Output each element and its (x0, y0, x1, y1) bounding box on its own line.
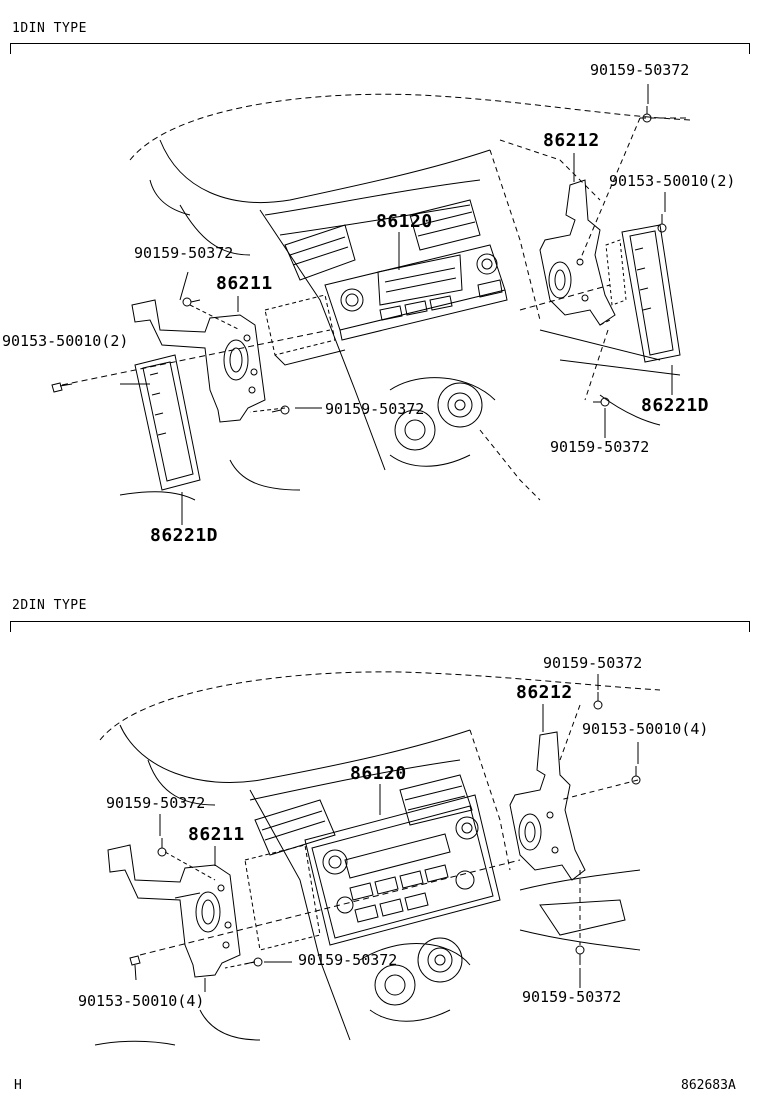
diagram-2din (95, 672, 660, 1045)
section-bracket-2din (10, 621, 750, 632)
callout-1din-bolt-right: 90153-50010(2) (609, 172, 736, 190)
callout-2din-bolt-right: 90153-50010(4) (582, 720, 709, 738)
callout-1din-speaker-left: 86221D (150, 525, 219, 546)
footer-left-code: H (14, 1078, 22, 1093)
callout-1din-screw-center: 90159-50372 (325, 400, 425, 418)
callout-1din-speaker-right: 86221D (641, 395, 710, 416)
section-title-1din: 1DIN TYPE (12, 21, 87, 36)
callout-2din-screw-center: 90159-50372 (298, 951, 398, 969)
diagram-id: 862683A (681, 1078, 736, 1093)
callout-1din-screw-top-right: 90159-50372 (590, 61, 690, 79)
callout-2din-bracket-left: 86211 (188, 824, 245, 845)
callout-2din-screw-bottom-right: 90159-50372 (522, 988, 622, 1006)
callout-1din-bolt-left: 90153-50010(2) (2, 332, 129, 350)
section-title-2din: 2DIN TYPE (12, 598, 87, 613)
callout-1din-bracket-left: 86211 (216, 273, 273, 294)
section-bracket-1din (10, 43, 750, 54)
callout-1din-screw-bottom-right: 90159-50372 (550, 438, 650, 456)
callout-2din-screw-top-right: 90159-50372 (543, 654, 643, 672)
callout-2din-bracket-right: 86212 (516, 682, 573, 703)
callout-2din-audio-unit: 86120 (350, 763, 407, 784)
callout-1din-screw-left: 90159-50372 (134, 244, 234, 262)
callout-2din-screw-left: 90159-50372 (106, 794, 206, 812)
callout-1din-audio-unit: 86120 (376, 211, 433, 232)
callout-1din-bracket-right: 86212 (543, 130, 600, 151)
callout-2din-bolt-left: 90153-50010(4) (78, 992, 205, 1010)
diagram-1din (52, 84, 690, 525)
